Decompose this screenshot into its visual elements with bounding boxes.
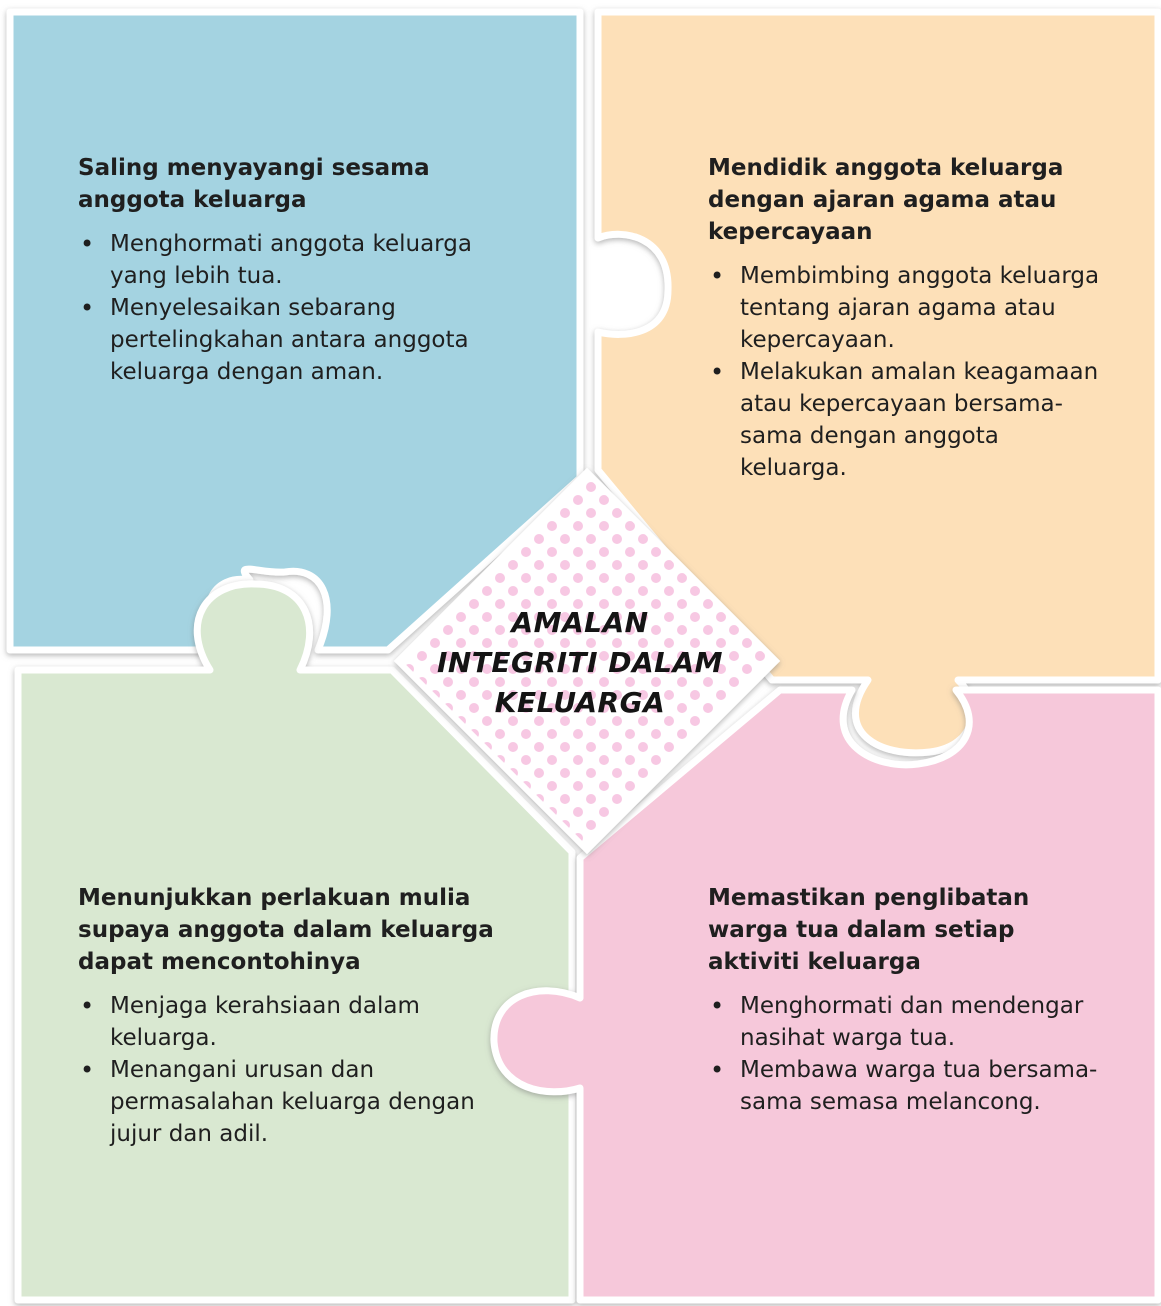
top-right-text: Mendidik anggota keluarga dengan ajaran … [708,152,1108,484]
bottom-left-bullet-list: Menjaga kerahsiaan dalam keluarga. Menan… [78,990,518,1150]
center-title-line: KELUARGA [494,686,666,719]
top-right-bullet-list: Membimbing anggota keluarga tentang ajar… [708,260,1108,484]
bullet-item: Menyelesaikan sebarang pertelingkahan an… [78,292,508,388]
center-title: AMALAN INTEGRITI DALAM KELUARGA [430,603,730,723]
bullet-item: Menjaga kerahsiaan dalam keluarga. [78,990,518,1054]
bottom-left-text: Menunjukkan perlakuan mulia supaya anggo… [78,882,518,1150]
bottom-right-text: Memastikan penglibatan warga tua dalam s… [708,882,1098,1118]
bullet-item: Menangani urusan dan permasalahan keluar… [78,1054,518,1150]
top-left-heading: Saling menyayangi sesama anggota keluarg… [78,155,430,213]
bottom-right-bullet-list: Menghormati dan mendengar nasihat warga … [708,990,1098,1118]
bottom-right-heading: Memastikan penglibatan warga tua dalam s… [708,885,1030,975]
center-title-line: AMALAN [511,606,649,639]
top-left-text: Saling menyayangi sesama anggota keluarg… [78,152,508,388]
center-diamond [393,467,781,855]
center-title-line: INTEGRITI DALAM [436,646,724,679]
bullet-item: Menghormati anggota keluarga yang lebih … [78,228,508,292]
bullet-item: Melakukan amalan keagamaan atau kepercay… [708,356,1108,484]
bottom-left-heading: Menunjukkan perlakuan mulia supaya anggo… [78,885,494,975]
bullet-item: Membimbing anggota keluarga tentang ajar… [708,260,1108,356]
bullet-item: Membawa warga tua bersama-sama semasa me… [708,1054,1098,1118]
bullet-item: Menghormati dan mendengar nasihat warga … [708,990,1098,1054]
top-left-bullet-list: Menghormati anggota keluarga yang lebih … [78,228,508,388]
top-right-heading: Mendidik anggota keluarga dengan ajaran … [708,155,1064,245]
